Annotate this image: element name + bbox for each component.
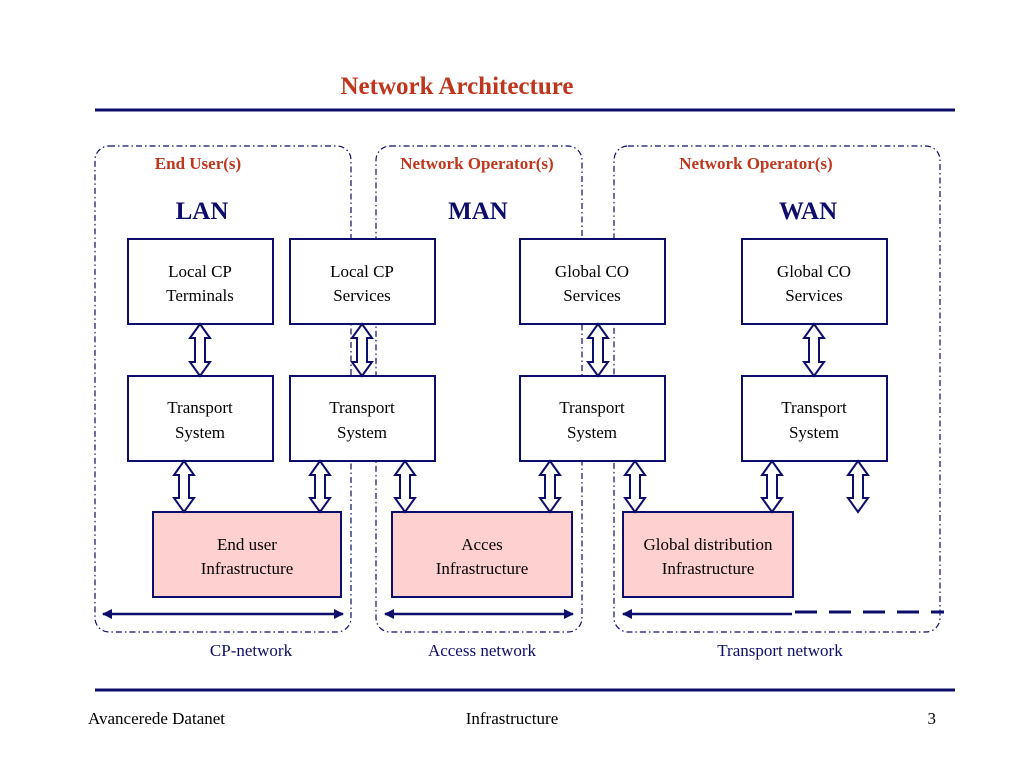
transport-box-lan-2: Transport System bbox=[289, 375, 436, 462]
box-line: System bbox=[789, 423, 839, 442]
box-line: Local CP bbox=[168, 262, 232, 281]
network-type-wan: WAN bbox=[779, 198, 837, 225]
network-type-lan: LAN bbox=[176, 198, 229, 225]
box-line: Local CP bbox=[330, 262, 394, 281]
double-arrow-icon bbox=[846, 459, 870, 514]
box-line: System bbox=[175, 423, 225, 442]
transport-box-man: Transport System bbox=[519, 375, 666, 462]
network-label-access: Access network bbox=[428, 641, 537, 660]
box-line: Global CO bbox=[777, 262, 851, 281]
box-line: Infrastructure bbox=[662, 559, 755, 578]
double-arrow-icon bbox=[538, 459, 562, 514]
double-arrow-icon bbox=[350, 322, 374, 378]
box-line: Acces bbox=[461, 535, 503, 554]
double-arrow-icon bbox=[623, 459, 647, 514]
region-label-wan: Network Operator(s) bbox=[679, 154, 832, 173]
network-label-cp: CP-network bbox=[210, 641, 293, 660]
transport-box-lan-1: Transport System bbox=[127, 375, 274, 462]
double-arrow-icon bbox=[308, 459, 332, 514]
page-title: Network Architecture bbox=[340, 73, 573, 100]
box-line: Transport bbox=[167, 398, 233, 417]
region-label-man: Network Operator(s) bbox=[400, 154, 553, 173]
footer-topic: Infrastructure bbox=[466, 709, 559, 728]
box-line: System bbox=[567, 423, 617, 442]
double-arrow-icon bbox=[172, 459, 196, 514]
box-line: Transport bbox=[559, 398, 625, 417]
footer-course: Avancerede Datanet bbox=[88, 709, 225, 728]
double-arrow-icon bbox=[760, 459, 784, 514]
double-arrow-icon bbox=[188, 322, 212, 378]
region-frame-end-user bbox=[94, 145, 352, 633]
double-arrow-icon bbox=[586, 322, 610, 378]
service-box-global-co-services-wan: Global CO Services bbox=[741, 238, 888, 325]
infra-box-global-distribution: Global distribution Infrastructure bbox=[622, 511, 794, 598]
box-line: Transport bbox=[781, 398, 847, 417]
footer-page-number: 3 bbox=[928, 709, 937, 728]
box-line: Infrastructure bbox=[436, 559, 529, 578]
region-frame-wan bbox=[613, 145, 941, 633]
infra-box-access: Acces Infrastructure bbox=[391, 511, 573, 598]
box-line: Services bbox=[563, 286, 621, 305]
network-type-man: MAN bbox=[448, 198, 508, 225]
double-arrow-icon bbox=[802, 322, 826, 378]
region-label-end-user: End User(s) bbox=[155, 154, 241, 173]
box-line: Services bbox=[785, 286, 843, 305]
box-line: Services bbox=[333, 286, 391, 305]
network-label-transport: Transport network bbox=[717, 641, 843, 660]
box-line: System bbox=[337, 423, 387, 442]
infra-box-end-user: End user Infrastructure bbox=[152, 511, 342, 598]
box-line: Transport bbox=[329, 398, 395, 417]
transport-box-wan: Transport System bbox=[741, 375, 888, 462]
box-line: End user bbox=[217, 535, 277, 554]
box-line: Terminals bbox=[166, 286, 234, 305]
service-box-global-co-services-man: Global CO Services bbox=[519, 238, 666, 325]
box-line: Global distribution bbox=[644, 535, 773, 554]
double-arrow-icon bbox=[393, 459, 417, 514]
box-line: Global CO bbox=[555, 262, 629, 281]
box-line: Infrastructure bbox=[201, 559, 294, 578]
service-box-local-cp-services: Local CP Services bbox=[289, 238, 436, 325]
service-box-local-cp-terminals: Local CP Terminals bbox=[127, 238, 274, 325]
